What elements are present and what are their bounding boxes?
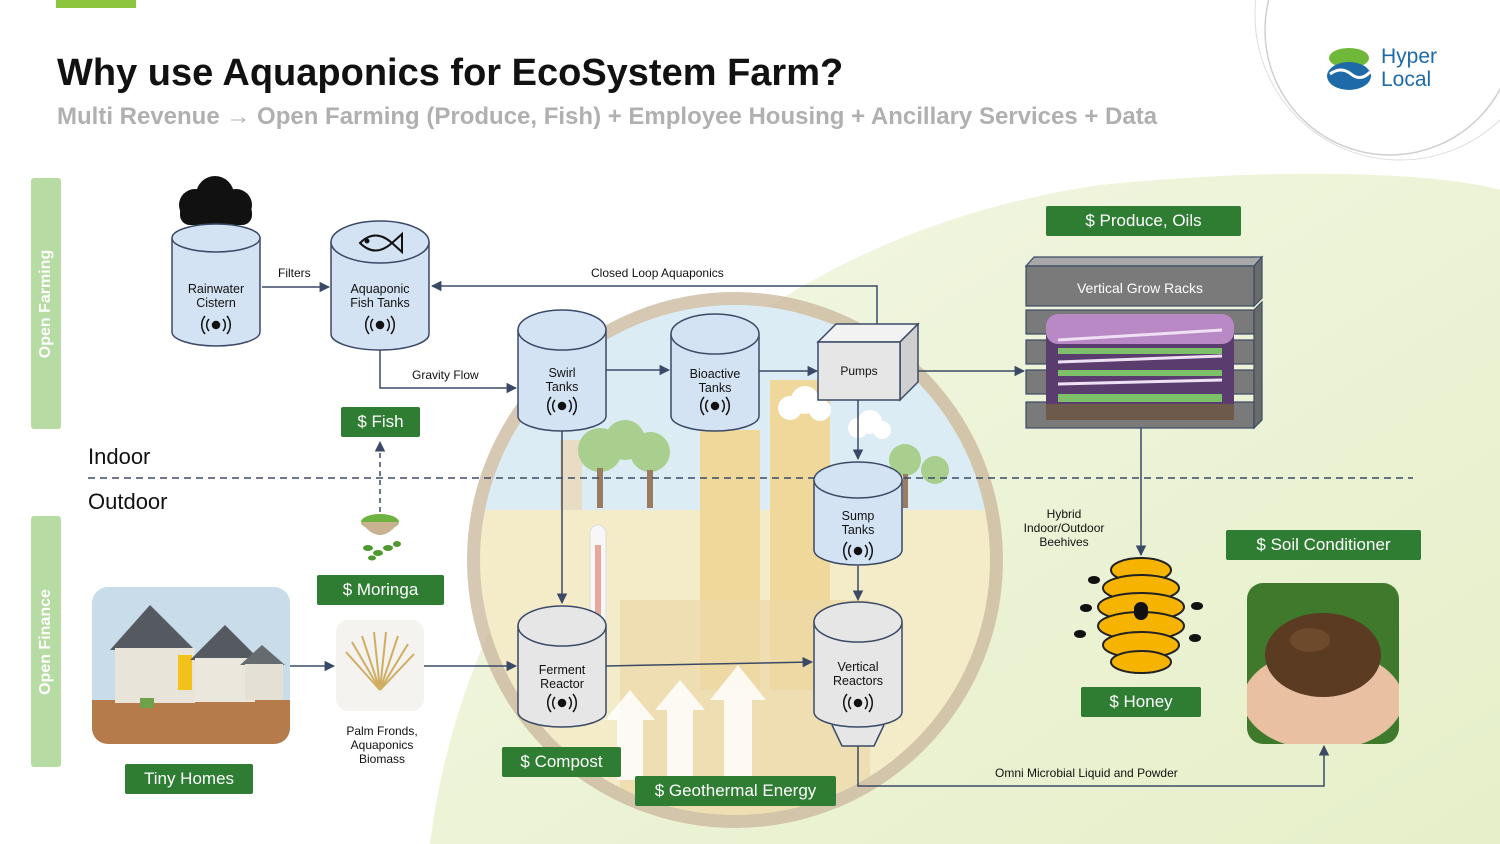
accent-bar bbox=[56, 0, 136, 8]
tank-rainwater bbox=[171, 223, 261, 347]
revenue-fish: $ Fish bbox=[341, 407, 420, 437]
fish-icon bbox=[358, 231, 403, 255]
tiny-homes-photo bbox=[92, 587, 290, 744]
tank-ferment-label: Ferment Reactor bbox=[517, 663, 607, 691]
logo-line2: Local bbox=[1381, 68, 1432, 91]
logo-line1: Hyper bbox=[1381, 45, 1438, 68]
palm-fronds-photo bbox=[336, 620, 424, 711]
tank-vertical-label: Vertical Reactors bbox=[813, 660, 903, 688]
revenue-soil: $ Soil Conditioner bbox=[1226, 530, 1421, 560]
tank-fish-label: Aquaponic Fish Tanks bbox=[335, 282, 425, 310]
zone-outdoor: Outdoor bbox=[88, 489, 168, 514]
logo-text: Hyper Local bbox=[1381, 45, 1437, 91]
revenue-geothermal: $ Geothermal Energy bbox=[635, 776, 836, 806]
tank-sump-text: Sump Tanks bbox=[841, 509, 875, 537]
page-subtitle: Multi Revenue → Open Farming (Produce, F… bbox=[57, 103, 1158, 130]
moringa-icon bbox=[361, 514, 401, 561]
soil-photo bbox=[1247, 583, 1399, 744]
revenue-honey: $ Honey bbox=[1081, 687, 1201, 717]
rain-cloud-icon bbox=[179, 176, 252, 256]
pumps-label: Pumps bbox=[840, 364, 878, 378]
tank-vertical-text: Vertical Reactors bbox=[832, 660, 884, 688]
revenue-moringa: $ Moringa bbox=[317, 575, 444, 605]
flow-label-gravity: Gravity Flow bbox=[412, 368, 479, 382]
tank-fish-text: Aquaponic Fish Tanks bbox=[350, 282, 410, 310]
tank-swirl bbox=[517, 309, 607, 432]
beehives-label: Hybrid Indoor/Outdoor Beehives bbox=[1023, 507, 1105, 549]
tank-ferment-text: Ferment Reactor bbox=[538, 663, 586, 691]
indoor-outdoor-divider bbox=[88, 477, 1413, 479]
tank-ferment bbox=[517, 605, 607, 728]
hyperlocal-logo-icon bbox=[1327, 48, 1372, 90]
page-title: Why use Aquaponics for EcoSystem Farm? bbox=[57, 52, 844, 94]
tank-bioactive-label: Bioactive Tanks bbox=[670, 367, 760, 395]
tank-rainwater-text: Rainwater Cistern bbox=[187, 282, 245, 310]
palm-fronds-label: Palm Fronds, Aquaponics Biomass bbox=[346, 724, 418, 766]
tank-bioactive bbox=[670, 313, 760, 432]
zone-indoor: Indoor bbox=[88, 444, 151, 469]
revenue-compost: $ Compost bbox=[502, 747, 621, 777]
grow-racks-label: Vertical Grow Racks bbox=[1076, 280, 1204, 296]
side-tab-open-finance: Open Finance bbox=[31, 516, 61, 767]
grow-rack-photo bbox=[1046, 314, 1234, 420]
tank-swirl-text: Swirl Tanks bbox=[545, 366, 579, 394]
flow-label-omni: Omni Microbial Liquid and Powder bbox=[995, 766, 1178, 780]
tank-sump bbox=[813, 461, 903, 566]
tank-rainwater-label: Rainwater Cistern bbox=[171, 282, 261, 310]
tank-vertical-reactors bbox=[813, 601, 903, 747]
revenue-tiny-homes: Tiny Homes bbox=[125, 764, 253, 794]
side-tab-open-farming: Open Farming bbox=[31, 178, 61, 429]
pumps-box bbox=[816, 322, 920, 402]
flow-label-closed-loop: Closed Loop Aquaponics bbox=[591, 266, 724, 280]
beehive-icon bbox=[1074, 557, 1203, 674]
revenue-produce: $ Produce, Oils bbox=[1046, 206, 1241, 236]
flow-label-filters: Filters bbox=[278, 266, 311, 280]
tank-bioactive-text: Bioactive Tanks bbox=[689, 367, 741, 395]
tank-sump-label: Sump Tanks bbox=[813, 509, 903, 537]
tank-swirl-label: Swirl Tanks bbox=[517, 366, 607, 394]
tank-fish bbox=[330, 220, 430, 351]
